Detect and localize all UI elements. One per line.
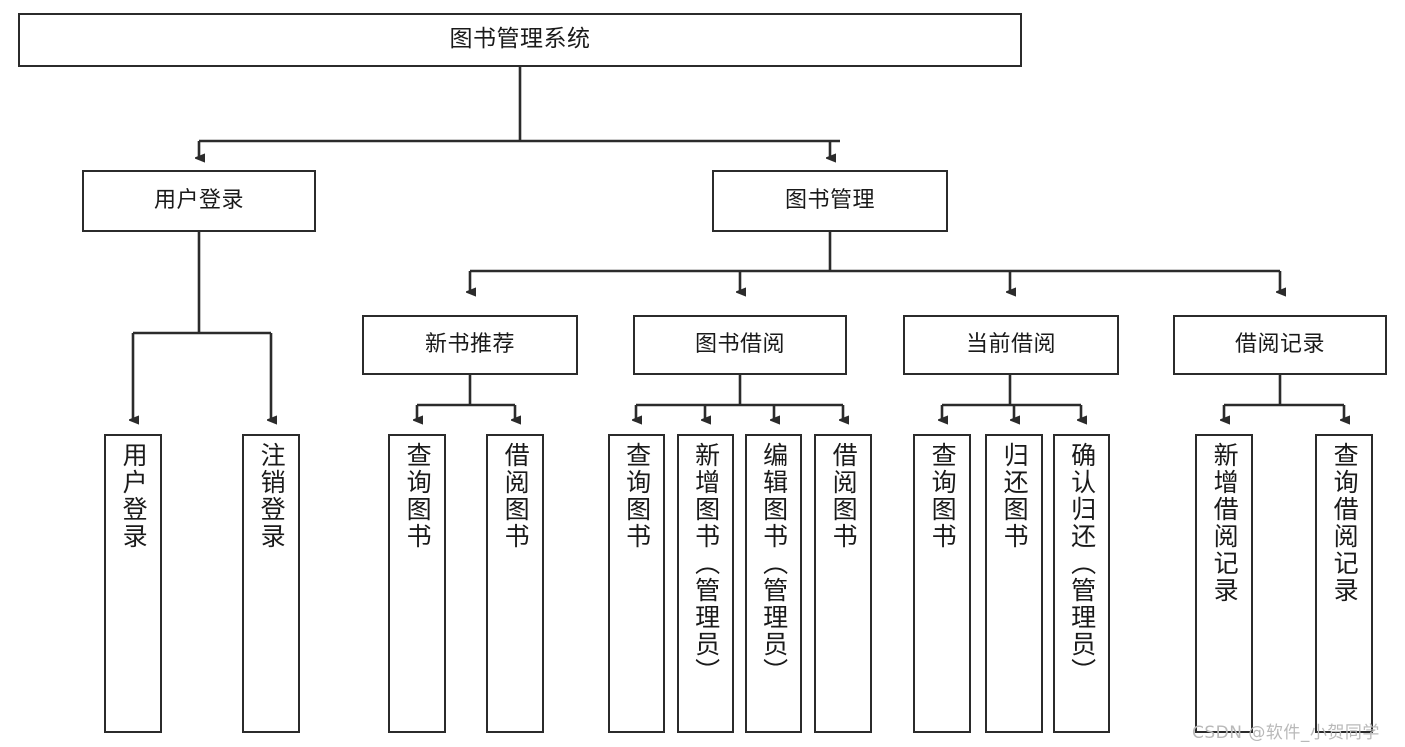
leaf-confirm-return-admin-label: 确认归还（管理员） (1067, 442, 1097, 685)
leaf-query-book-recommend[interactable]: 查询图书 (388, 434, 446, 733)
node-book-manage-label: 图书管理 (784, 188, 875, 214)
node-user-login[interactable]: 用户登录 (82, 170, 316, 232)
leaf-user-login-label: 用户登录 (119, 442, 149, 550)
leaf-add-borrow-record-label: 新增借阅记录 (1210, 442, 1240, 604)
leaf-query-book-borrow[interactable]: 查询图书 (608, 434, 665, 733)
leaf-borrow-book-label: 借阅图书 (829, 442, 859, 550)
node-book-manage[interactable]: 图书管理 (712, 170, 948, 232)
leaf-return-book-label: 归还图书 (1000, 442, 1030, 550)
leaf-query-book-current-label: 查询图书 (928, 442, 958, 550)
node-current-borrow[interactable]: 当前借阅 (903, 315, 1119, 375)
leaf-query-book-current[interactable]: 查询图书 (913, 434, 971, 733)
leaf-borrow-book[interactable]: 借阅图书 (814, 434, 872, 733)
node-current-borrow-label: 当前借阅 (965, 332, 1056, 358)
csdn-watermark: CSDN @软件_小贺同学 (1192, 723, 1380, 743)
node-new-book-recommend[interactable]: 新书推荐 (362, 315, 578, 375)
leaf-logout[interactable]: 注销登录 (242, 434, 300, 733)
leaf-query-book-recommend-label: 查询图书 (403, 442, 433, 550)
leaf-return-book[interactable]: 归还图书 (985, 434, 1043, 733)
leaf-edit-book-admin-label: 编辑图书（管理员） (759, 442, 789, 685)
node-new-book-recommend-label: 新书推荐 (424, 332, 515, 358)
leaf-query-borrow-record-label: 查询借阅记录 (1330, 442, 1360, 604)
leaf-query-book-borrow-label: 查询图书 (622, 442, 652, 550)
leaf-borrow-book-recommend-label: 借阅图书 (501, 442, 531, 550)
node-book-borrow-label: 图书借阅 (694, 332, 785, 358)
leaf-confirm-return-admin[interactable]: 确认归还（管理员） (1053, 434, 1110, 733)
node-root[interactable]: 图书管理系统 (18, 13, 1022, 67)
leaf-logout-label: 注销登录 (257, 442, 287, 550)
node-borrow-record[interactable]: 借阅记录 (1173, 315, 1387, 375)
node-book-borrow[interactable]: 图书借阅 (633, 315, 847, 375)
leaf-add-book-admin-label: 新增图书（管理员） (691, 442, 721, 685)
node-user-login-label: 用户登录 (153, 188, 244, 214)
leaf-user-login[interactable]: 用户登录 (104, 434, 162, 733)
leaf-query-borrow-record[interactable]: 查询借阅记录 (1315, 434, 1373, 733)
node-borrow-record-label: 借阅记录 (1234, 332, 1325, 358)
leaf-edit-book-admin[interactable]: 编辑图书（管理员） (745, 434, 802, 733)
node-root-label: 图书管理系统 (449, 26, 591, 53)
leaf-borrow-book-recommend[interactable]: 借阅图书 (486, 434, 544, 733)
leaf-add-book-admin[interactable]: 新增图书（管理员） (677, 434, 734, 733)
leaf-add-borrow-record[interactable]: 新增借阅记录 (1195, 434, 1253, 733)
